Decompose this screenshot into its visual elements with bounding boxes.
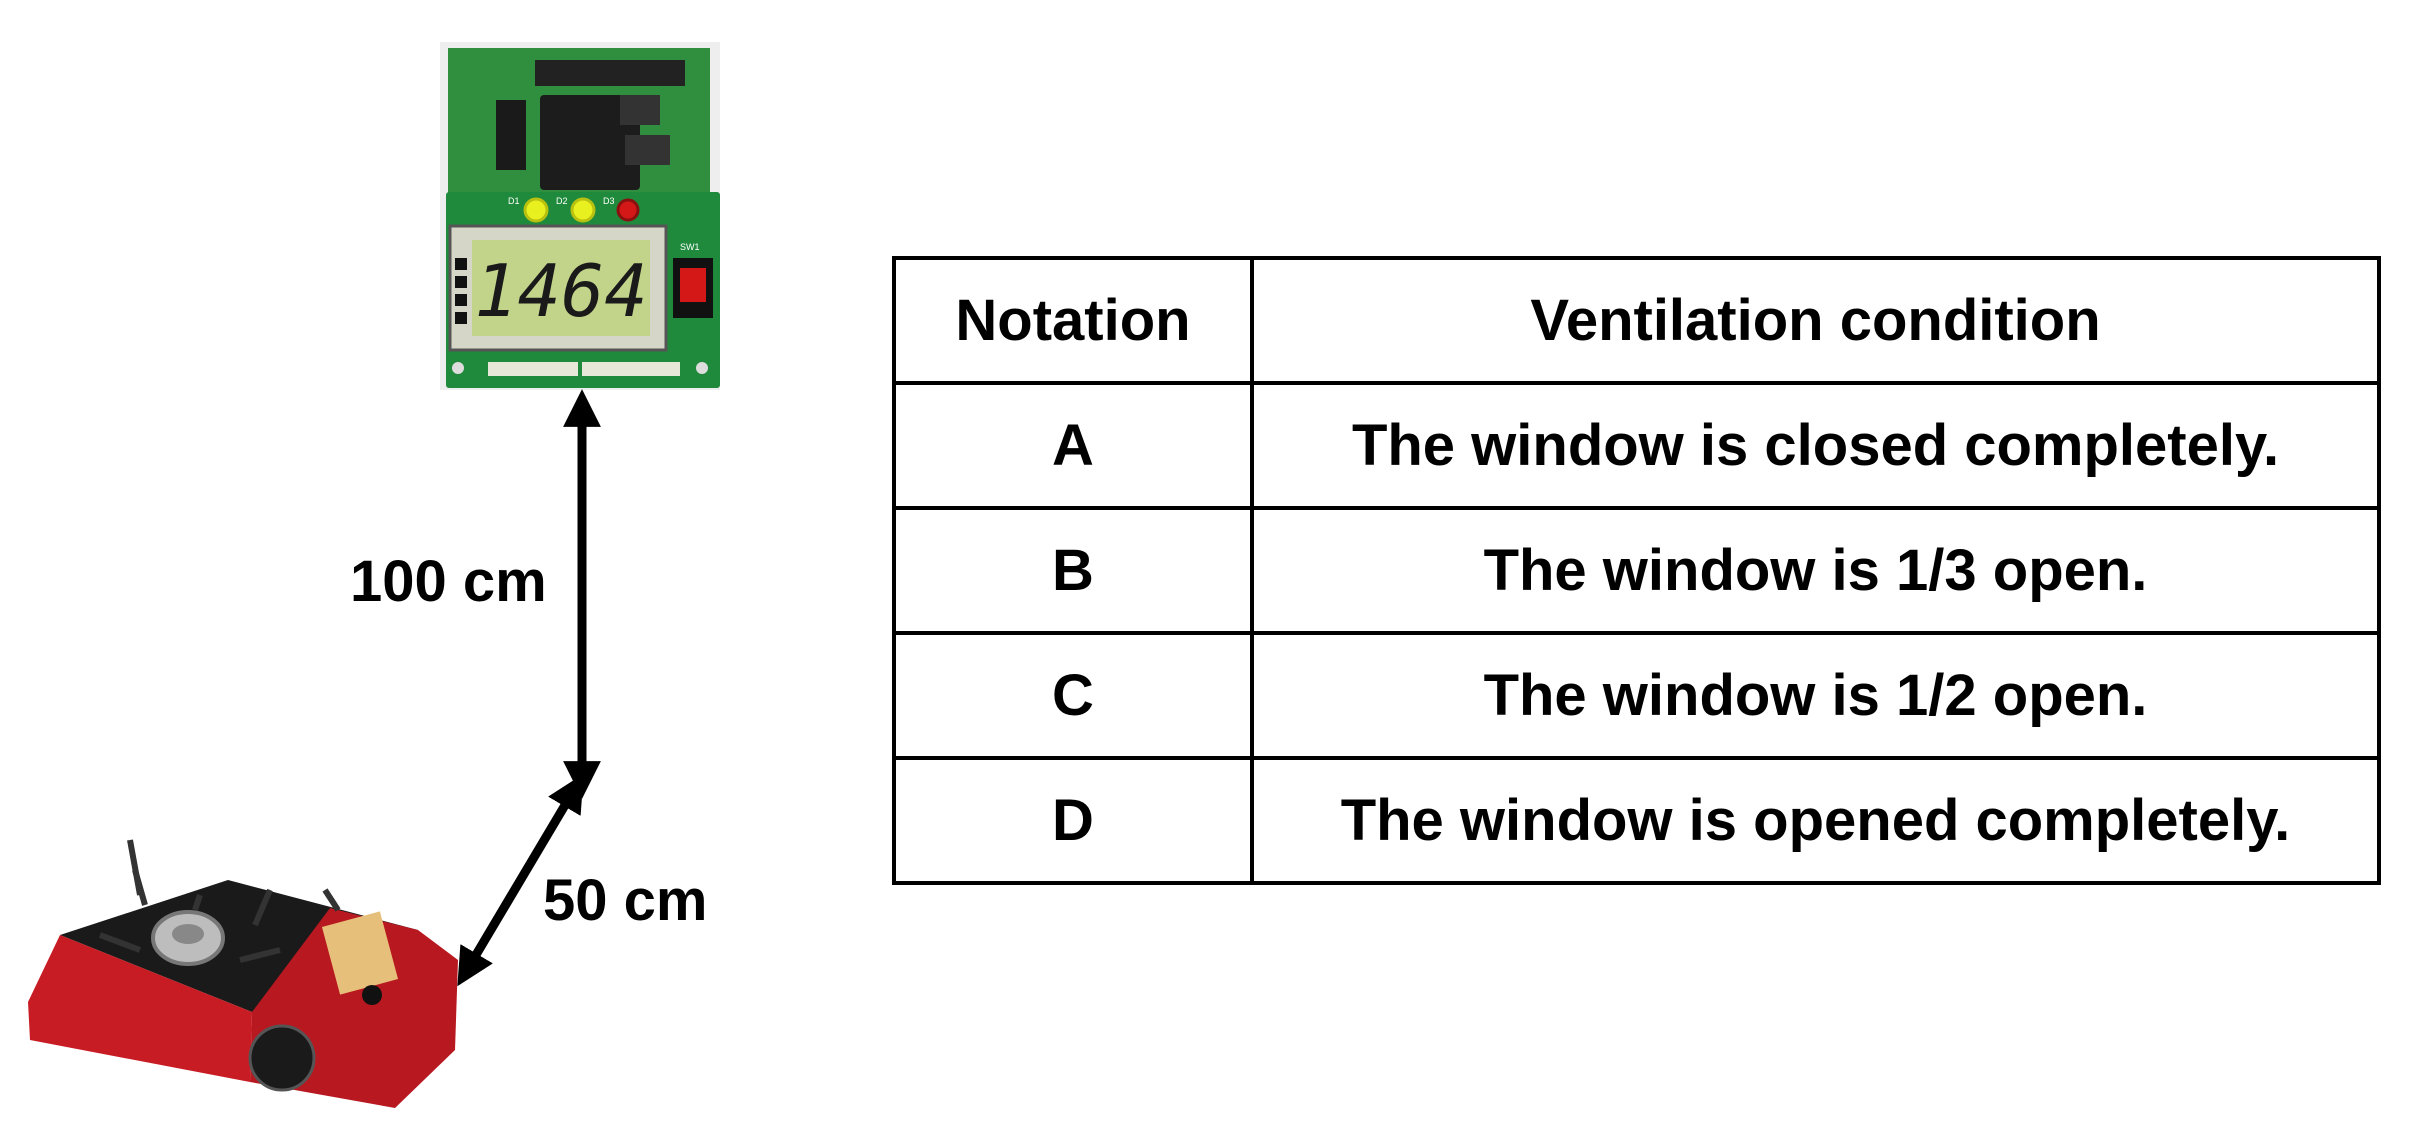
pin-header [535,60,685,86]
notation-cell: C [892,631,1254,760]
condition-cell: The window is closed completely. [1250,381,2381,510]
side-pins [455,258,467,324]
table-row: A The window is closed completely. [892,381,2381,510]
notation-cell: D [892,756,1254,885]
dip-switch [625,135,670,165]
chip [540,95,640,190]
table-header-row: Notation Ventilation condition [892,256,2381,385]
ignition-knob-icon [248,1024,316,1092]
warning-label [321,911,399,995]
diagonal-distance-arrow [457,773,584,987]
lcd-reading: 1464 [474,249,647,333]
led-d2-icon [570,197,596,223]
condition-cell: The window is opened completely. [1250,756,2381,885]
header-ventilation-condition: Ventilation condition [1250,256,2381,385]
co2-sensor-board: D1 D2 D3 1464 SW1 [440,42,720,390]
stove-front [28,935,252,1082]
switch-label: SW1 [680,242,700,252]
table-row: D The window is opened completely. [892,756,2381,885]
condition-cell: The window is 1/3 open. [1250,506,2381,635]
small-chip [620,95,660,125]
led-d1-label: D1 [508,196,520,206]
condition-cell: The window is 1/2 open. [1250,631,2381,760]
table-row: C The window is 1/2 open. [892,631,2381,760]
diagonal-distance-label: 50 cm [543,868,708,933]
header-notation: Notation [892,256,1254,385]
bottom-connector-2 [582,362,680,376]
portable-gas-stove [28,839,458,1108]
notation-cell: B [892,506,1254,635]
bottom-connector [488,362,578,376]
table-row: B The window is 1/3 open. [892,506,2381,635]
connector [496,100,526,170]
power-switch-rocker [680,268,706,302]
mount-hole [696,362,708,374]
cartridge-hole [362,985,382,1005]
ventilation-conditions-table: Notation Ventilation condition A The win… [892,256,2381,885]
led-d3-icon [616,198,640,222]
mount-hole [452,362,464,374]
led-d1-icon [523,197,549,223]
lcd-screen [472,240,650,336]
notation-cell: A [892,381,1254,510]
vertical-distance-label: 100 cm [350,549,547,614]
led-d3-label: D3 [603,196,615,206]
led-d2-label: D2 [556,196,568,206]
